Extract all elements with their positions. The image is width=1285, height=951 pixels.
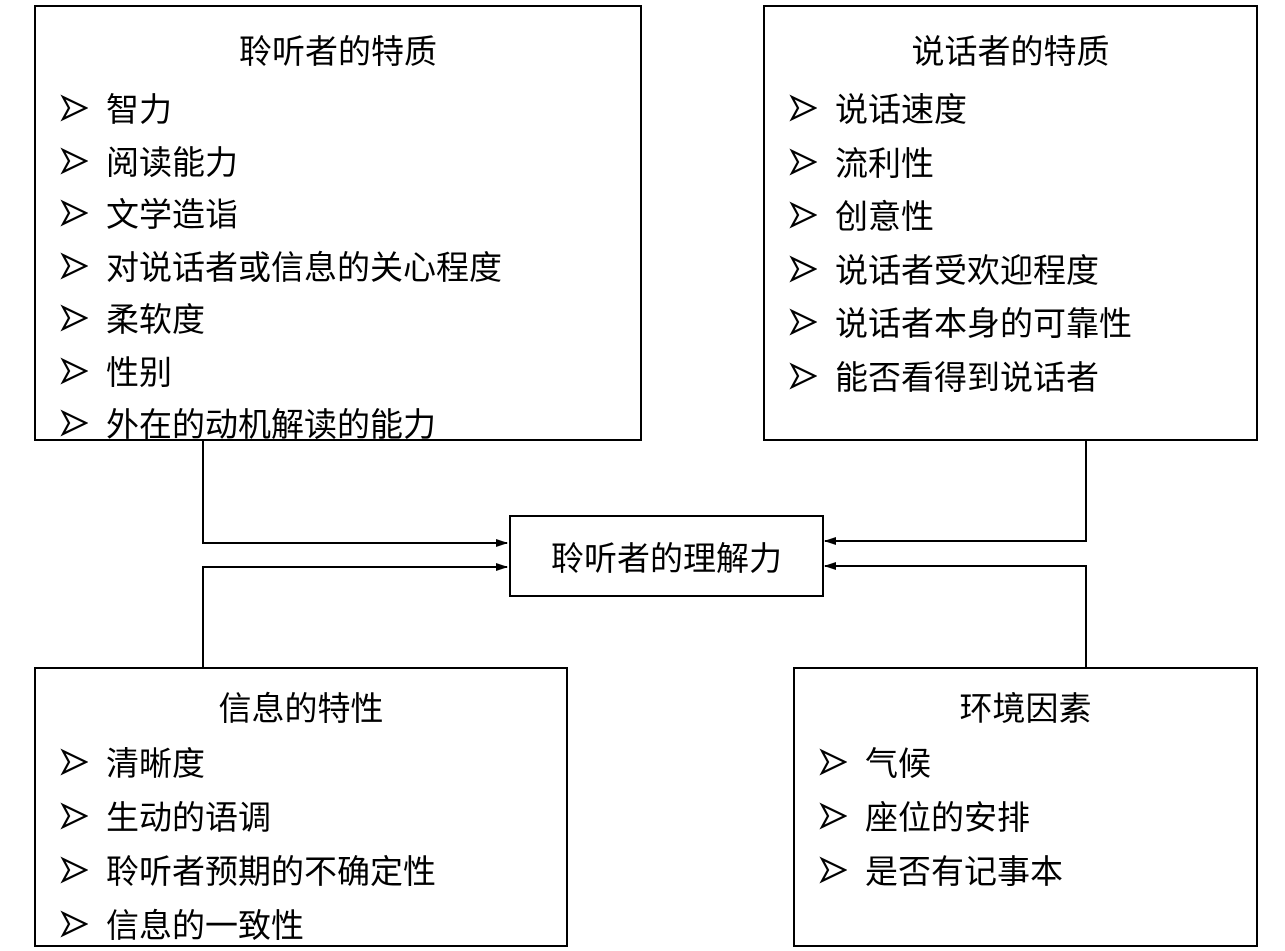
arrow-bullet-icon	[819, 746, 848, 776]
arrow-message-to-center	[202, 563, 508, 667]
list-item: 清晰度	[60, 741, 205, 783]
arrow-bullet-icon	[60, 746, 89, 776]
arrow-bullet-icon	[60, 250, 89, 280]
list-item: 信息的一致性	[60, 903, 304, 945]
arrow-bullet-icon	[789, 360, 818, 390]
message-traits-box: 信息的特性 清晰度生动的语调聆听者预期的不确定性信息的一致性	[34, 667, 568, 947]
list-item: 柔软度	[60, 297, 205, 339]
list-item: 是否有记事本	[819, 849, 1063, 891]
list-item-text: 聆听者预期的不确定性	[106, 852, 436, 891]
list-item-text: 气候	[865, 744, 931, 783]
arrow-bullet-icon	[60, 355, 89, 385]
list-item: 气候	[819, 741, 931, 783]
list-item-text: 能否看得到说话者	[835, 357, 1099, 397]
list-item: 流利性	[789, 141, 934, 183]
list-item-text: 外在的动机解读的能力	[106, 405, 436, 444]
list-item: 说话者受欢迎程度	[789, 248, 1099, 290]
arrow-bullet-icon	[819, 854, 848, 884]
list-item-text: 座位的安排	[865, 798, 1030, 837]
arrow-bullet-icon	[789, 199, 818, 229]
list-item-text: 性别	[106, 352, 172, 392]
list-item: 说话速度	[789, 87, 967, 129]
list-item-text: 生动的语调	[106, 798, 271, 837]
list-item-text: 说话者本身的可靠性	[835, 304, 1132, 343]
speaker-traits-box: 说话者的特质 说话速度流利性创意性说话者受欢迎程度说话者本身的可靠性能否看得到说…	[763, 5, 1258, 441]
environment-factors-box: 环境因素 气候座位的安排是否有记事本	[793, 667, 1258, 947]
list-item-text: 信息的一致性	[106, 906, 304, 945]
list-item: 聆听者预期的不确定性	[60, 849, 436, 891]
environment-factors-title: 环境因素	[959, 689, 1092, 728]
arrow-environment-to-center	[824, 562, 1087, 667]
list-item: 生动的语调	[60, 795, 271, 837]
list-item: 说话者本身的可靠性	[789, 301, 1132, 343]
list-item: 外在的动机解读的能力	[60, 402, 436, 444]
arrow-bullet-icon	[60, 854, 89, 884]
arrow-listener-to-center	[202, 441, 508, 547]
arrow-bullet-icon	[789, 146, 818, 176]
list-item-text: 是否有记事本	[865, 852, 1063, 891]
arrow-bullet-icon	[789, 306, 818, 336]
speaker-traits-title: 说话者的特质	[911, 32, 1110, 71]
list-item-text: 文学造诣	[106, 195, 238, 234]
arrow-bullet-icon	[60, 302, 89, 332]
list-item: 阅读能力	[60, 140, 238, 182]
arrow-bullet-icon	[819, 800, 848, 830]
listener-traits-title: 聆听者的特质	[239, 32, 437, 71]
list-item: 智力	[60, 87, 172, 129]
arrow-speaker-to-center	[824, 441, 1087, 545]
list-item-text: 清晰度	[106, 744, 205, 783]
arrow-bullet-icon	[60, 145, 89, 175]
list-item: 性别	[60, 350, 172, 392]
list-item-text: 阅读能力	[106, 142, 238, 182]
list-item: 对说话者或信息的关心程度	[60, 245, 502, 287]
list-item-text: 创意性	[835, 197, 934, 236]
message-traits-title: 信息的特性	[218, 689, 384, 728]
list-item-text: 说话速度	[835, 90, 967, 129]
listener-comprehension-label: 聆听者的理解力	[551, 539, 782, 578]
arrow-bullet-icon	[60, 197, 89, 227]
list-item-text: 柔软度	[106, 300, 205, 339]
list-item-text: 说话者受欢迎程度	[835, 250, 1099, 290]
list-item-text: 对说话者或信息的关心程度	[106, 247, 502, 287]
list-item-text: 智力	[106, 90, 172, 129]
arrow-bullet-icon	[60, 800, 89, 830]
list-item: 能否看得到说话者	[789, 355, 1099, 397]
listener-traits-box: 聆听者的特质 智力阅读能力文学造诣对说话者或信息的关心程度柔软度性别外在的动机解…	[34, 5, 642, 444]
arrow-bullet-icon	[789, 253, 818, 283]
list-item: 文学造诣	[60, 192, 238, 234]
list-item: 座位的安排	[819, 795, 1030, 837]
arrow-bullet-icon	[789, 92, 818, 122]
arrow-bullet-icon	[60, 908, 89, 938]
listener-comprehension-box: 聆听者的理解力	[509, 515, 824, 597]
arrow-bullet-icon	[60, 92, 89, 122]
arrow-bullet-icon	[60, 407, 89, 437]
list-item-text: 流利性	[835, 143, 934, 183]
list-item: 创意性	[789, 194, 934, 236]
